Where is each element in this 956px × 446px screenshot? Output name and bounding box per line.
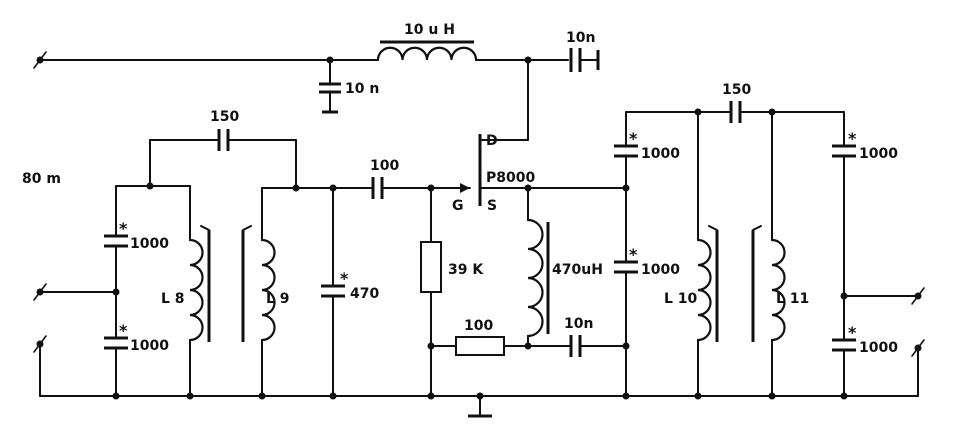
label-cap-drain-upper: 1000 [641, 146, 680, 162]
label-cap-drain-lower: 1000 [641, 262, 680, 278]
junction-dots [112, 56, 848, 400]
capacitor-1000-l8-lower [104, 336, 128, 350]
star-470: * [340, 269, 349, 288]
label-drain: D [486, 133, 498, 149]
capacitor-coupling-l8-l9 [149, 129, 297, 189]
resistor-source-100 [430, 336, 529, 356]
label-cap-l8-lower: 1000 [130, 338, 169, 354]
label-output-coupling-cap: 10n [566, 30, 595, 46]
label-cap-output-lower: 1000 [859, 340, 898, 356]
capacitor-output-coupling [569, 48, 600, 72]
label-cap-gate-100: 100 [370, 158, 399, 174]
terminal-output-ground [911, 339, 925, 397]
label-cap-l8-upper: 1000 [130, 236, 169, 252]
capacitor-1000-output-lower [832, 338, 856, 352]
terminal-input-ground [33, 335, 47, 397]
capacitor-1000-drain-upper [614, 144, 638, 158]
label-resistor-39k: 39 K [448, 262, 484, 278]
label-l11: L 11 [776, 291, 809, 307]
band-label: 80 m [22, 171, 61, 187]
capacitor-470-tune [321, 187, 345, 397]
inductor-l8 [188, 225, 211, 342]
label-cap-470: 470 [350, 286, 379, 302]
output-tank-wiring [625, 111, 845, 397]
capacitor-supply-bypass [319, 59, 341, 114]
label-source-bypass-cap: 10n [564, 316, 593, 332]
resistor-39k [420, 187, 442, 397]
terminal-input-tap [33, 283, 117, 301]
capacitor-source-bypass [527, 335, 627, 357]
label-source: S [487, 198, 497, 214]
inductor-rfc-10uh [376, 40, 478, 62]
label-coupling-cap-l10-l11: 150 [722, 82, 751, 98]
label-resistor-source-100: 100 [464, 318, 493, 334]
fet-p8000 [460, 134, 627, 206]
label-gate: G [452, 198, 464, 214]
inductor-l9 [241, 225, 276, 342]
label-cap-output-upper: 1000 [859, 146, 898, 162]
label-l10: L 10 [664, 291, 698, 307]
capacitor-coupling-l10-l11 [729, 101, 742, 123]
label-rfc-10uh: 10 u H [404, 22, 455, 38]
capacitor-gate-100 [371, 177, 471, 199]
star-output-lower: * [848, 323, 857, 342]
terminal-output-tap [843, 287, 925, 305]
label-l9: L 9 [266, 291, 290, 307]
label-l8: L 8 [161, 291, 185, 307]
inductor-l11 [751, 225, 786, 342]
supply-line [39, 59, 569, 141]
label-rfc-470uh: 470uH [552, 262, 603, 278]
label-coupling-cap-l8-l9: 150 [210, 109, 239, 125]
terminal-supply-input [33, 51, 47, 69]
star-l8-upper: * [119, 219, 128, 238]
l9-tank-wiring [261, 187, 373, 397]
star-drain-lower: * [629, 245, 638, 264]
capacitor-1000-output-upper [832, 144, 856, 158]
capacitor-1000-l8-upper [104, 234, 128, 248]
capacitor-1000-drain-lower [614, 260, 638, 274]
label-supply-bypass-cap: 10 n [345, 81, 379, 97]
label-fet-name: P8000 [486, 170, 535, 186]
star-output-upper: * [848, 129, 857, 148]
star-drain-upper: * [629, 129, 638, 148]
inductor-l10 [696, 225, 719, 342]
star-l8-lower: * [119, 321, 128, 340]
inductor-rfc-470uh [526, 187, 550, 347]
